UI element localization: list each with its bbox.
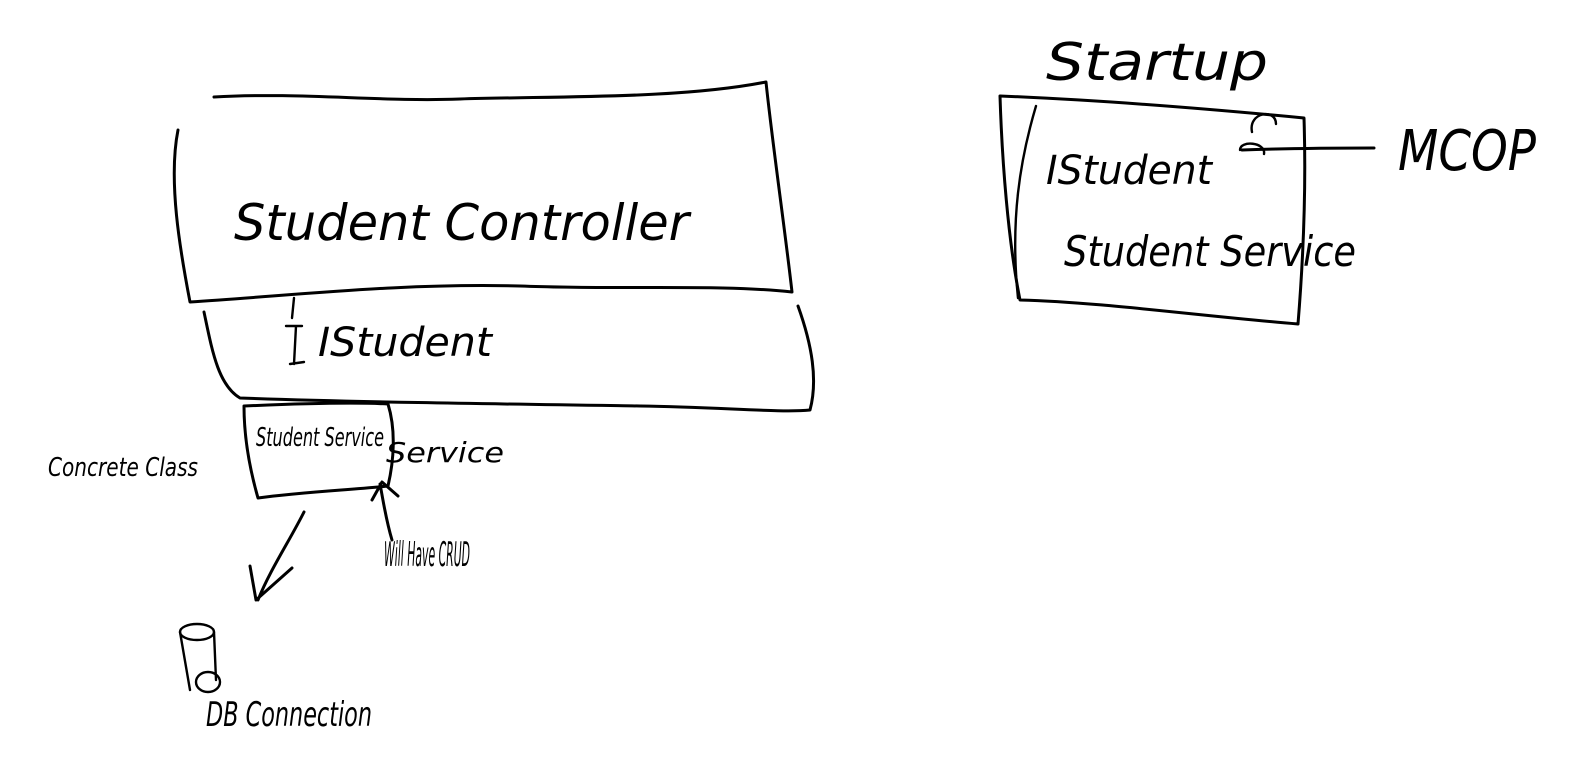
mcop-label: MCOP [1398, 119, 1536, 184]
db-connection-label: DB Connection [206, 695, 372, 735]
istudent-interface-box [202, 304, 816, 413]
pin-icon [1238, 112, 1278, 156]
student-controller-label: Student Controller [234, 194, 692, 252]
istudent-marker-icon [284, 296, 306, 366]
concrete-class-label: Concrete Class [48, 453, 198, 483]
istudent-label: IStudent [318, 320, 493, 366]
startup-left-bracket-icon [1014, 104, 1038, 300]
startup-label: Startup [1046, 33, 1268, 93]
arrow-down-icon [248, 510, 306, 602]
arrow-up-icon [370, 480, 400, 542]
will-have-crud-label: Will Have CRUD [384, 535, 470, 575]
student-service-startup-label: Student Service [1064, 227, 1356, 276]
pin-connector-line [1240, 146, 1376, 152]
service-name-label: Service [386, 436, 504, 469]
student-controller-box [172, 80, 794, 304]
student-service-label: Student Service [256, 423, 384, 453]
startup-box [998, 94, 1307, 326]
istudent-startup-label: IStudent [1046, 148, 1213, 194]
database-cylinder-icon [178, 622, 222, 694]
